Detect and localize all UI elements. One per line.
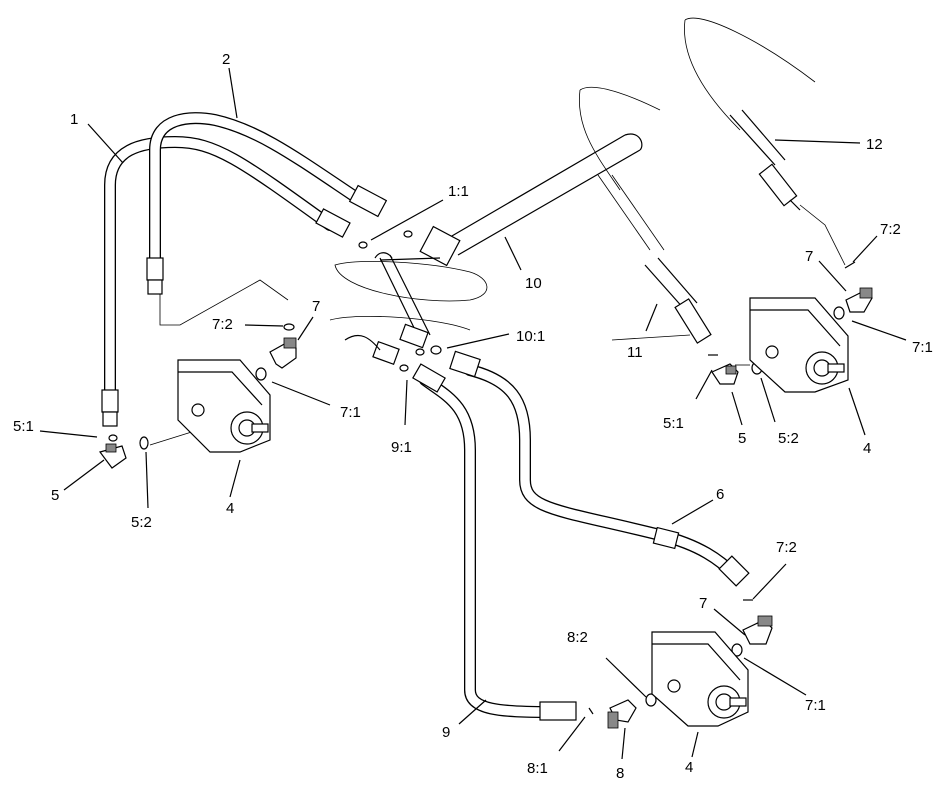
callout-7-bottom: 7 xyxy=(699,595,707,612)
callout-4-right: 4 xyxy=(863,440,871,457)
motor-4-left xyxy=(177,359,271,453)
callout-5-left: 5 xyxy=(51,487,59,504)
frame-outline xyxy=(149,17,846,446)
callout-7-1-left: 7:1 xyxy=(340,404,361,421)
callout-8-2: 8:2 xyxy=(567,629,588,646)
hose-6 xyxy=(449,350,750,587)
callout-1: 1 xyxy=(70,111,78,128)
callout-2: 2 xyxy=(222,51,230,68)
callout-7-2-top-right: 7:2 xyxy=(880,221,901,238)
hose-2 xyxy=(146,112,388,295)
callout-5-1-left: 5:1 xyxy=(13,418,34,435)
motor-4-right xyxy=(749,297,849,393)
callout-5-right: 5 xyxy=(738,430,746,447)
motor-4-bottom xyxy=(651,631,749,727)
callout-12: 12 xyxy=(866,136,883,153)
callout-10-1: 10:1 xyxy=(516,328,545,345)
callout-4-bottom: 4 xyxy=(685,759,693,776)
callout-10: 10 xyxy=(525,275,542,292)
callout-5-1-right: 5:1 xyxy=(663,415,684,432)
hose-1 xyxy=(101,136,351,427)
callout-7-2-bottom: 7:2 xyxy=(776,539,797,556)
callout-6: 6 xyxy=(716,486,724,503)
pipe-10 xyxy=(379,133,643,267)
callout-7-top-right: 7 xyxy=(805,248,813,265)
callout-7-left: 7 xyxy=(312,298,320,315)
callout-7-1-top-right: 7:1 xyxy=(912,339,933,356)
callout-labels: 1 2 1:1 10 12 7:2 7 7:1 11 5:1 5 5:2 4 1… xyxy=(13,51,933,782)
callout-7-2-left: 7:2 xyxy=(212,316,233,333)
callout-8-1: 8:1 xyxy=(527,760,548,777)
callout-9: 9 xyxy=(442,724,450,741)
hose-9 xyxy=(412,363,577,721)
callout-5-2-left: 5:2 xyxy=(131,514,152,531)
callout-1-1: 1:1 xyxy=(448,183,469,200)
hose-12 xyxy=(729,109,801,211)
tube-assembly xyxy=(344,252,431,366)
elbow-fittings xyxy=(98,287,873,729)
callout-5-2-right: 5:2 xyxy=(778,430,799,447)
callout-4-left: 4 xyxy=(226,500,234,517)
callout-9-1: 9:1 xyxy=(391,439,412,456)
o-rings xyxy=(108,230,856,715)
callout-11: 11 xyxy=(627,344,643,361)
callout-7-1-bottom: 7:1 xyxy=(805,697,826,714)
leader-lines xyxy=(39,67,907,760)
hose-11 xyxy=(644,257,712,344)
callout-8: 8 xyxy=(616,765,624,782)
